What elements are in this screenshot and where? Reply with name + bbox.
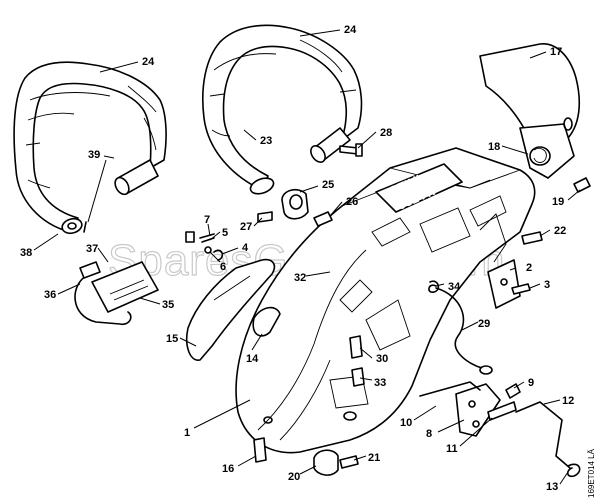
callout-16: 16 (222, 463, 234, 475)
center-handlebar (201, 24, 363, 195)
wire-29 (435, 287, 483, 369)
callout-9: 9 (528, 377, 534, 389)
callout-18: 18 (488, 141, 500, 153)
callout-12: 12 (562, 395, 574, 407)
callout-8: 8 (426, 428, 432, 440)
callout-25: 25 (322, 179, 334, 191)
handle-cover-15 (185, 258, 276, 361)
rod-12 (515, 401, 571, 469)
spring-13 (566, 463, 581, 478)
lever-assembly (419, 381, 521, 437)
callout-13: 13 (546, 481, 558, 493)
callout-24-center: 24 (344, 24, 357, 36)
callout-35: 35 (162, 299, 174, 311)
screw-22 (521, 231, 543, 245)
callout-24-left: 24 (142, 56, 155, 68)
callout-37: 37 (86, 243, 98, 255)
bracket-2 (487, 259, 521, 309)
callout-4: 4 (242, 242, 249, 254)
callout-26: 26 (346, 196, 358, 208)
plug-7-5-6 (185, 231, 215, 254)
screw-16 (253, 437, 267, 463)
callout-38: 38 (20, 247, 32, 259)
bushing-25 (281, 188, 309, 220)
callout-34: 34 (448, 281, 461, 293)
callout-2: 2 (526, 262, 532, 274)
main-housing: STIHL 032 AV (235, 147, 536, 454)
callout-29: 29 (478, 318, 490, 330)
spring-34 (428, 280, 440, 293)
callout-36: 36 (44, 289, 56, 301)
left-handlebar (13, 61, 167, 235)
callout-3: 3 (544, 279, 550, 291)
screw-27 (257, 211, 273, 223)
callout-27: 27 (240, 221, 252, 233)
callout-21: 21 (368, 452, 380, 464)
spring-4 (213, 249, 224, 261)
callout-numbers: 24 24 17 39 23 28 18 25 26 19 38 7 5 27 … (20, 24, 574, 493)
callout-39: 39 (88, 149, 100, 161)
switch-35 (74, 261, 159, 326)
callout-22: 22 (554, 225, 566, 237)
leader-lines (33, 29, 581, 485)
callout-17: 17 (550, 46, 562, 58)
screw-26 (313, 211, 333, 227)
callout-30: 30 (376, 353, 388, 365)
pin-33 (351, 367, 365, 387)
pin-30 (349, 335, 363, 359)
callout-10: 10 (400, 417, 412, 429)
lever-14 (252, 306, 281, 337)
callout-32: 32 (294, 272, 306, 284)
document-reference: 169ET014 LÄ (587, 448, 596, 498)
mount-20 (313, 449, 339, 476)
callout-20: 20 (288, 471, 300, 483)
callout-15: 15 (166, 333, 178, 345)
callout-19: 19 (552, 196, 564, 208)
screw-19 (573, 177, 591, 193)
callout-14: 14 (246, 353, 259, 365)
callout-11: 11 (446, 443, 458, 455)
hand-guard (479, 43, 581, 179)
callout-5: 5 (222, 227, 228, 239)
screw-21 (339, 455, 359, 469)
callout-1: 1 (184, 427, 190, 439)
callout-7: 7 (204, 214, 210, 226)
callout-6: 6 (220, 261, 226, 273)
callout-28: 28 (380, 127, 392, 139)
callout-33: 33 (374, 377, 386, 389)
callout-23: 23 (260, 135, 272, 147)
screw-3 (511, 283, 531, 295)
